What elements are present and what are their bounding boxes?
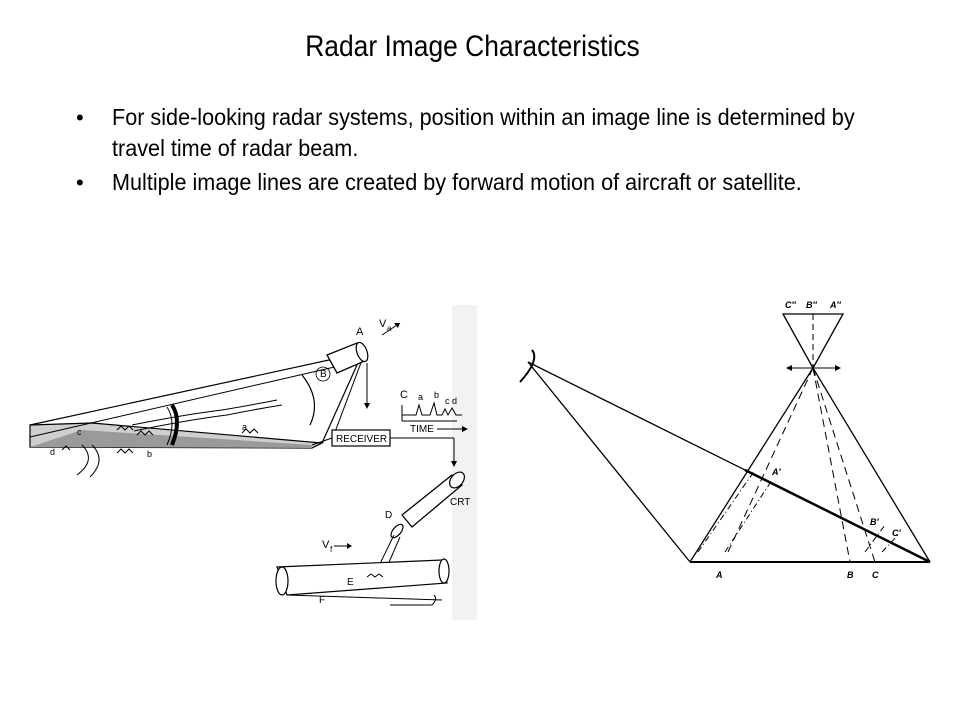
label-c-ground: C (872, 570, 879, 580)
label-b-double-prime: B″ (806, 300, 817, 310)
label-a-double-prime: A″ (829, 300, 841, 310)
label-ground-d: d (50, 447, 55, 457)
label-ground-c: c (77, 427, 82, 437)
label-f: F (319, 595, 325, 606)
label-a-ground: A (715, 570, 723, 580)
slide-title: Radar Image Characteristics (305, 30, 640, 63)
label-crt: CRT (450, 497, 470, 508)
label-b-ground: B (847, 570, 854, 580)
label-ground-b: b (147, 449, 152, 459)
bullet-item: Multiple image lines are created by forw… (76, 167, 876, 198)
label-time: TIME (410, 424, 434, 435)
label-va-sub: a (387, 324, 392, 333)
label-peak-cd: c d (445, 396, 457, 406)
label-peak-a: a (418, 392, 423, 402)
label-d: D (385, 510, 392, 521)
label-va: V (379, 318, 387, 330)
bullet-item: For side-looking radar systems, position… (76, 102, 876, 164)
label-ground-a: a (242, 422, 247, 432)
label-c-double-prime: C″ (785, 300, 796, 310)
label-b: B (320, 369, 327, 380)
bullet-text: For side-looking radar systems, position… (112, 104, 855, 161)
slant-range-diagram: C″ B″ A″ A′ B′ C′ A B C (519, 300, 931, 580)
label-c-signal: C (400, 389, 408, 401)
label-a-prime: A′ (771, 467, 781, 477)
radar-system-diagram: A V a B RECEIVER C a b c d TIME CRT D E … (22, 305, 477, 620)
antenna-arc (519, 349, 536, 383)
label-a: A (356, 326, 364, 338)
receiver-label: RECEIVER (336, 434, 387, 445)
label-c-prime: C′ (892, 528, 901, 538)
label-peak-b: b (434, 390, 439, 400)
bullet-list: For side-looking radar systems, position… (76, 102, 876, 201)
label-e: E (347, 577, 354, 588)
label-vf-sub: f (330, 545, 333, 554)
label-vf: V (322, 539, 330, 551)
crt-tube (401, 474, 463, 528)
label-b-prime: B′ (870, 517, 879, 527)
bullet-text: Multiple image lines are created by forw… (112, 169, 802, 195)
